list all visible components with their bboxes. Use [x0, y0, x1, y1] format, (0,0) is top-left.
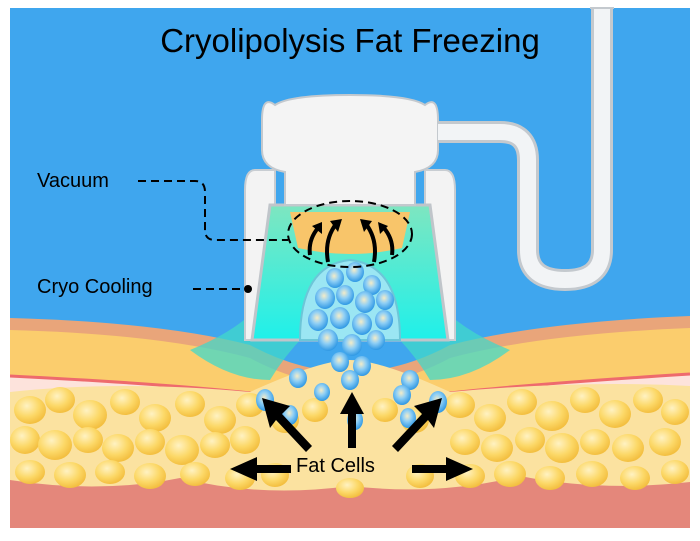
fat-cells [10, 387, 689, 498]
applicator-head [261, 93, 439, 206]
vacuum-ellipse [287, 200, 413, 268]
label-cryo-cooling: Cryo Cooling [37, 276, 153, 298]
vacuum-hose [438, 8, 610, 289]
cryo-leader-dot [244, 285, 252, 293]
frozen-cells [256, 262, 447, 430]
suction-arrowheads [312, 219, 388, 234]
diagram-title: Cryolipolysis Fat Freezing [160, 22, 540, 59]
vacuum-zone [290, 212, 410, 254]
vacuum-leader-line [138, 180, 288, 241]
suction-arrows [307, 222, 395, 263]
label-vacuum: Vacuum [37, 170, 109, 192]
label-fat-cells: Fat Cells [296, 455, 375, 477]
fat-cell-arrows [230, 392, 473, 481]
